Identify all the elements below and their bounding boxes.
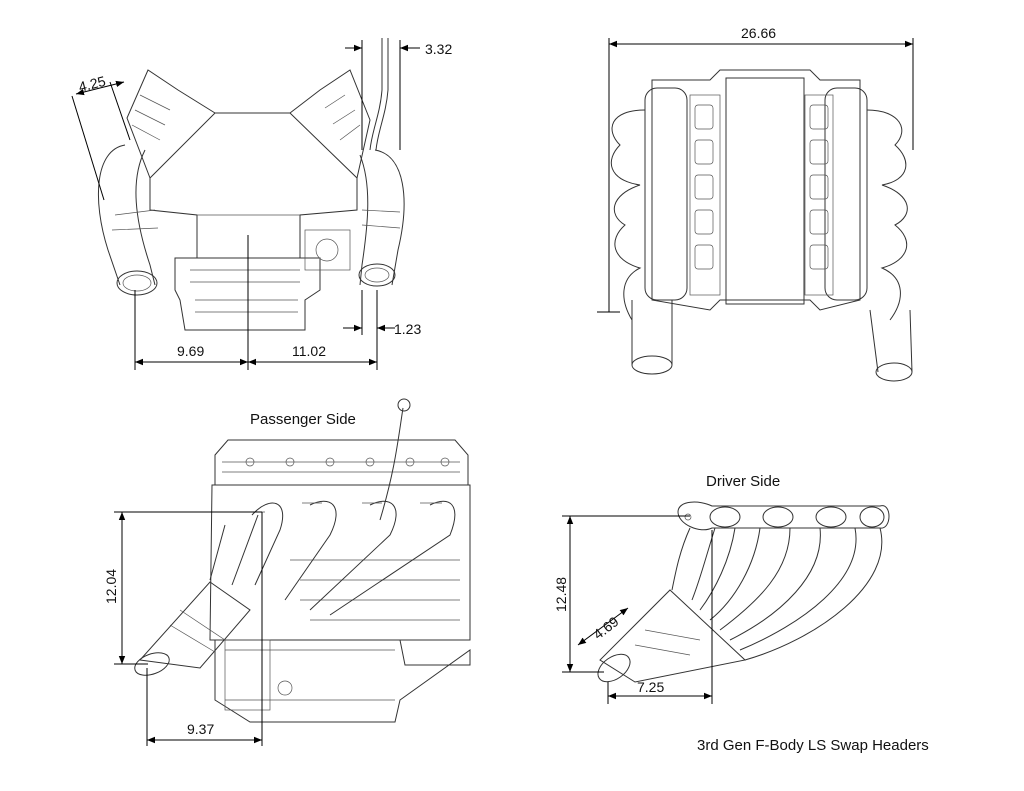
top-view-engine	[610, 69, 913, 382]
front-view-engine	[97, 38, 405, 331]
passenger-side-dimensions: 12.04 9.37	[103, 511, 263, 746]
dim-driver-height: 12.48	[553, 577, 569, 612]
dim-driver-length: 7.25	[637, 679, 664, 695]
drawing-title: 3rd Gen F-Body LS Swap Headers	[697, 737, 929, 754]
dim-passenger-height: 12.04	[103, 569, 119, 604]
caption-driver-side: Driver Side	[706, 473, 780, 490]
driver-side-header	[597, 501, 890, 683]
dim-front-flange-angle: 4.25	[77, 73, 108, 95]
dim-passenger-length: 9.37	[187, 721, 214, 737]
dim-top-overall-width: 26.66	[741, 25, 776, 41]
dim-front-dipstick: 3.32	[425, 41, 452, 57]
driver-side-dimensions: 12.48 4.69 7.25	[553, 515, 713, 704]
dim-driver-collector: 4.69	[590, 613, 622, 642]
passenger-side-engine	[134, 398, 471, 723]
dim-front-left-width: 9.69	[177, 343, 204, 359]
dim-front-right-width: 11.02	[292, 343, 326, 359]
dim-front-tip-offset: 1.23	[394, 321, 421, 337]
front-view-dimensions: 4.25 3.32 9.69 11.02 1.23	[71, 40, 452, 370]
top-view-dimensions: 26.66	[597, 25, 914, 313]
caption-passenger-side: Passenger Side	[250, 411, 356, 428]
